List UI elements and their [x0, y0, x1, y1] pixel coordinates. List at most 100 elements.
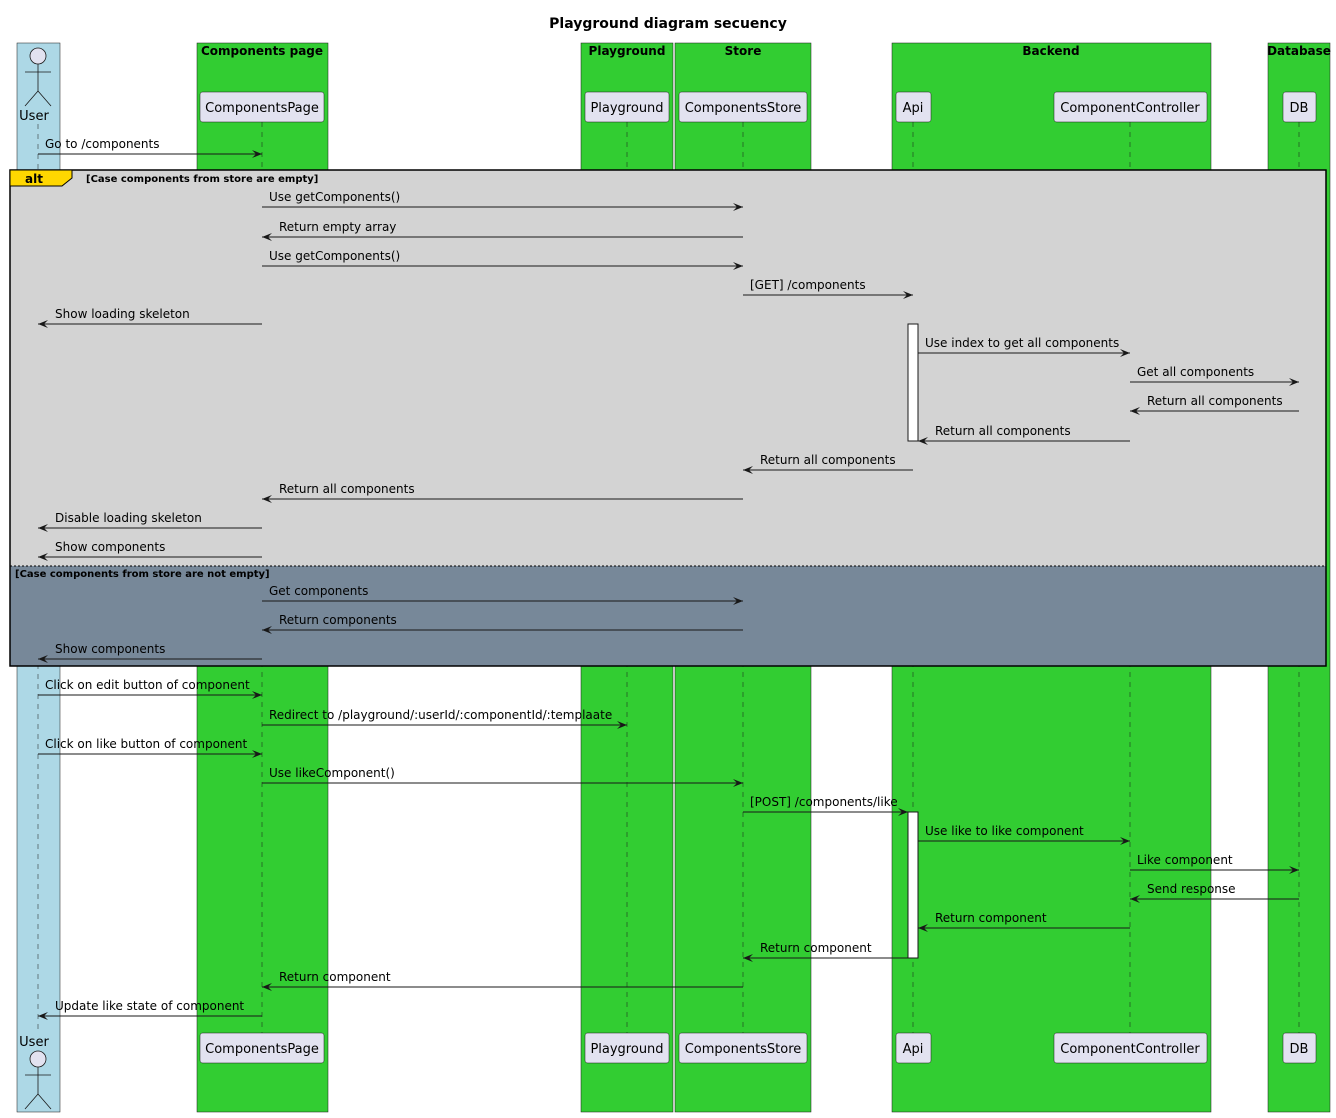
- message-arrowhead: [733, 597, 743, 605]
- alt-keyword: alt: [25, 172, 43, 186]
- playground-label-bottom: Playground: [590, 1042, 663, 1057]
- message: Return component: [262, 970, 743, 991]
- message-label: Use getComponents(): [269, 190, 400, 204]
- alt-branch-2-area: [10, 566, 1326, 666]
- message-label: Use getComponents(): [269, 249, 400, 263]
- activations: [907, 323, 919, 959]
- message-label: Show components: [55, 642, 165, 656]
- message-arrowhead: [743, 466, 753, 474]
- alt-condition-2: [Case components from store are not empt…: [15, 569, 270, 580]
- message-label: Return empty array: [279, 220, 396, 234]
- message: Return all components: [743, 453, 913, 474]
- message: Return empty array: [262, 220, 743, 241]
- components-store-head-bottom: [678, 1032, 808, 1064]
- api-label-top: Api: [903, 101, 924, 116]
- message-label: Click on edit button of component: [45, 678, 250, 692]
- message-arrowhead: [38, 655, 48, 663]
- message-label: [POST] /components/like: [750, 795, 898, 809]
- message-label: Click on like button of component: [45, 737, 248, 751]
- message: Show loading skeleton: [38, 307, 262, 328]
- message-label: Return components: [279, 613, 397, 627]
- message: Redirect to /playground/:userId/:compone…: [262, 708, 627, 729]
- actor-user-top: [24, 47, 52, 107]
- alt-fragment: alt [Case components from store are empt…: [9, 169, 1327, 667]
- message-arrowhead: [38, 524, 48, 532]
- message-label: Update like state of component: [55, 999, 244, 1013]
- message: Return component: [918, 911, 1130, 932]
- api-activation-2: [907, 811, 919, 959]
- message-arrowhead: [918, 437, 928, 445]
- playground-head-bottom: [584, 1032, 670, 1064]
- alt-branch-1-area: [10, 170, 1326, 566]
- message-label: Go to /components: [45, 137, 160, 151]
- message: Return all components: [262, 482, 743, 503]
- actor-user-bottom: [24, 1050, 52, 1110]
- message-arrowhead: [1130, 407, 1140, 415]
- message: Return components: [262, 613, 743, 634]
- message: [GET] /components: [743, 278, 913, 299]
- message: Return all components: [1130, 394, 1299, 415]
- message-label: Return all components: [935, 424, 1071, 438]
- alt-frame: [9, 169, 1327, 667]
- message-arrowhead: [38, 553, 48, 561]
- message: Use index to get all components: [918, 336, 1130, 357]
- message-label: Show components: [55, 540, 165, 554]
- message: Show components: [38, 540, 262, 561]
- message-arrowhead: [262, 983, 272, 991]
- component-controller-label-top: ComponentController: [1060, 101, 1200, 116]
- api-head-bottom: [895, 1032, 932, 1064]
- message: Click on edit button of component: [38, 678, 262, 699]
- message: Return component: [743, 941, 908, 962]
- message-label: Return all components: [1147, 394, 1283, 408]
- message-arrowhead: [918, 924, 928, 932]
- message: Show components: [38, 642, 262, 663]
- message: Send response: [1130, 882, 1299, 903]
- alt-condition-1: [Case components from store are empty]: [86, 174, 318, 185]
- playground-box-title: Playground: [589, 44, 666, 58]
- components-page-label-bottom: ComponentsPage: [205, 1042, 319, 1057]
- message-label: Use likeComponent(): [269, 766, 395, 780]
- message-label: Return all components: [760, 453, 896, 467]
- api-head-top: [895, 91, 932, 123]
- db-label-top: DB: [1290, 101, 1309, 116]
- message-label: Return all components: [279, 482, 415, 496]
- message: Click on like button of component: [38, 737, 262, 758]
- message-arrowhead: [1289, 866, 1299, 874]
- backend-box-title: Backend: [1022, 44, 1079, 58]
- message-arrowhead: [38, 320, 48, 328]
- message-label: Disable loading skeleton: [55, 511, 202, 525]
- components-store-label-top: ComponentsStore: [685, 101, 802, 116]
- participant-heads-top: User ComponentsPage Playground Component…: [19, 47, 1317, 124]
- components-store-head-top: [678, 91, 808, 123]
- message-arrowhead: [252, 750, 262, 758]
- message: Use getComponents(): [262, 190, 743, 211]
- message-arrowhead: [262, 626, 272, 634]
- message-label: Return component: [760, 941, 872, 955]
- components-page-label-top: ComponentsPage: [205, 101, 319, 116]
- message-label: Return component: [279, 970, 391, 984]
- components-page-box-title: Components page: [201, 44, 323, 58]
- message-arrowhead: [898, 808, 908, 816]
- message: [POST] /components/like: [743, 795, 908, 816]
- message-label: Send response: [1147, 882, 1236, 896]
- api-label-bottom: Api: [903, 1042, 924, 1057]
- message: Use like to like component: [918, 824, 1130, 845]
- store-box-title: Store: [725, 44, 762, 58]
- message-arrowhead: [733, 779, 743, 787]
- message-label: Like component: [1137, 853, 1233, 867]
- message-arrowhead: [1289, 378, 1299, 386]
- message-arrowhead: [1120, 837, 1130, 845]
- playground-head-top: [584, 91, 670, 123]
- message-label: Use index to get all components: [925, 336, 1119, 350]
- message-arrowhead: [252, 691, 262, 699]
- diagram-title: Playground diagram secuency: [549, 16, 787, 32]
- message-label: Use like to like component: [925, 824, 1084, 838]
- db-label-bottom: DB: [1290, 1042, 1309, 1057]
- message-label: [GET] /components: [750, 278, 866, 292]
- components-store-label-bottom: ComponentsStore: [685, 1042, 802, 1057]
- api-activation-1: [907, 323, 919, 442]
- message-arrowhead: [1130, 895, 1140, 903]
- message: Use getComponents(): [262, 249, 743, 270]
- message-label: Show loading skeleton: [55, 307, 190, 321]
